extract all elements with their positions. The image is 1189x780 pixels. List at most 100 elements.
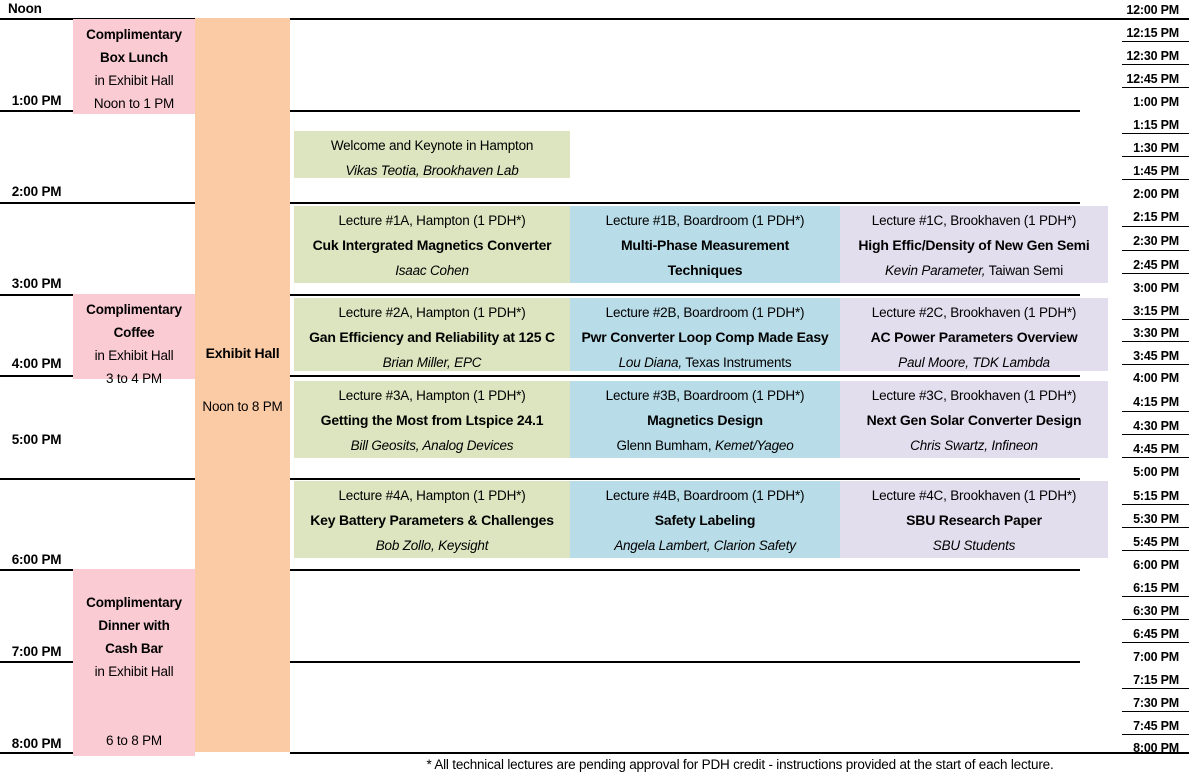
quarter-rule: [1122, 250, 1189, 251]
session-title: Next Gen Solar Converter Design: [866, 412, 1082, 428]
session-2a[interactable]: Lecture #2A, Hampton (1 PDH*) Gan Effici…: [294, 298, 570, 371]
session-3b[interactable]: Lecture #3B, Boardroom (1 PDH*) Magnetic…: [570, 381, 840, 458]
session-title: SBU Research Paper: [906, 512, 1042, 528]
food-block-coffee: Complimentary Coffee in Exhibit Hall 3 t…: [73, 294, 195, 386]
footer-rule: [290, 752, 1189, 754]
right-time-530pm: 5:30 PM: [1133, 512, 1179, 526]
right-time-215pm: 2:15 PM: [1133, 210, 1179, 224]
left-time-7pm: 7:00 PM: [11, 644, 62, 659]
quarter-rule: [1122, 133, 1189, 134]
session-speaker: Isaac Cohen: [395, 263, 469, 278]
right-time-745pm: 7:45 PM: [1133, 719, 1179, 733]
right-time-800pm: 8:00 PM: [1133, 741, 1179, 755]
session-speaker: Angela Lambert, Clarion Safety: [614, 538, 796, 553]
left-time-6pm: 6:00 PM: [11, 552, 62, 567]
hour-rule-left: [0, 202, 195, 204]
right-time-645pm: 6:45 PM: [1133, 627, 1179, 641]
quarter-rule: [1122, 619, 1189, 620]
hour-rule-main: [290, 478, 1080, 480]
session-room: Lecture #1C, Brookhaven (1 PDH*): [871, 213, 1077, 228]
right-time-600pm: 6:00 PM: [1133, 558, 1179, 572]
session-speaker-name: Glenn Bumham,: [616, 438, 715, 453]
session-title: Pwr Converter Loop Comp Made Easy: [581, 329, 829, 345]
session-speaker-affiliation: Kemet/Yageo: [714, 438, 794, 453]
session-4a[interactable]: Lecture #4A, Hampton (1 PDH*) Key Batter…: [294, 481, 570, 558]
food-line-2: Dinner with: [98, 618, 170, 633]
session-room: Lecture #1A, Hampton (1 PDH*): [338, 213, 526, 228]
session-title: Gan Efficiency and Reliability at 125 C: [309, 329, 555, 345]
food-line-3: Cash Bar: [105, 641, 163, 656]
session-title: Magnetics Design: [647, 412, 763, 428]
right-time-545pm: 5:45 PM: [1133, 535, 1179, 549]
session-2c[interactable]: Lecture #2C, Brookhaven (1 PDH*) AC Powe…: [840, 298, 1108, 371]
food-line-3: in Exhibit Hall: [94, 73, 174, 88]
exhibit-hall-block: Exhibit Hall Noon to 8 PM: [195, 18, 290, 752]
right-time-615pm: 6:15 PM: [1133, 581, 1179, 595]
session-speaker: Vikas Teotia, Brookhaven Lab: [345, 163, 519, 178]
food-line-1: Complimentary: [86, 595, 182, 610]
right-time-500pm: 5:00 PM: [1133, 465, 1179, 479]
right-time-430pm: 4:30 PM: [1133, 419, 1179, 433]
hour-rule-main: [290, 569, 1080, 571]
quarter-rule: [1122, 41, 1189, 42]
left-time-5pm: 5:00 PM: [11, 432, 62, 447]
session-room: Lecture #3A, Hampton (1 PDH*): [338, 388, 526, 403]
session-3a[interactable]: Lecture #3A, Hampton (1 PDH*) Getting th…: [294, 381, 570, 458]
session-room: Lecture #2C, Brookhaven (1 PDH*): [871, 305, 1077, 320]
session-1b[interactable]: Lecture #1B, Boardroom (1 PDH*) Multi-Ph…: [570, 206, 840, 283]
hour-rule-main: [290, 110, 1080, 112]
session-1a[interactable]: Lecture #1A, Hampton (1 PDH*) Cuk Interg…: [294, 206, 570, 283]
food-line-1: Complimentary: [86, 27, 182, 42]
right-time-315pm: 3:15 PM: [1133, 304, 1179, 318]
right-time-1200pm: 12:00 PM: [1126, 3, 1179, 17]
hour-rule-main: [290, 661, 1080, 663]
session-speaker: Paul Moore, TDK Lambda: [898, 355, 1050, 370]
session-room: Lecture #3C, Brookhaven (1 PDH*): [871, 388, 1077, 403]
quarter-rule: [1122, 504, 1189, 505]
session-speaker-affiliation: Texas Instruments: [681, 355, 792, 370]
footnote: * All technical lectures are pending app…: [426, 757, 1054, 772]
left-time-4pm: 4:00 PM: [11, 356, 62, 371]
quarter-rule: [1122, 64, 1189, 65]
quarter-rule: [1122, 87, 1189, 88]
session-speaker-name: Lou Diana,: [618, 355, 683, 370]
session-title-line2: Techniques: [667, 262, 743, 278]
session-title: Multi-Phase Measurement: [620, 237, 790, 253]
session-title: AC Power Parameters Overview: [870, 329, 1078, 345]
session-room: Lecture #4B, Boardroom (1 PDH*): [605, 488, 805, 503]
right-time-345pm: 3:45 PM: [1133, 349, 1179, 363]
food-block-box-lunch: Complimentary Box Lunch in Exhibit Hall …: [73, 19, 195, 114]
right-time-715pm: 7:15 PM: [1133, 673, 1179, 687]
left-time-2pm: 2:00 PM: [11, 184, 62, 199]
hour-rule-main: [290, 375, 1080, 377]
session-speaker-name: Kevin Parameter,: [885, 263, 986, 278]
session-speaker: Glenn Bumham, Kemet/Yageo: [570, 433, 840, 458]
noon-label: Noon: [8, 1, 42, 16]
session-4b[interactable]: Lecture #4B, Boardroom (1 PDH*) Safety L…: [570, 481, 840, 558]
right-time-130pm: 1:30 PM: [1133, 141, 1179, 155]
session-speaker: Chris Swartz, Infineon: [910, 438, 1038, 453]
session-room: Lecture #4A, Hampton (1 PDH*): [338, 488, 526, 503]
session-speaker: Lou Diana, Texas Instruments: [570, 350, 840, 375]
session-title: High Effic/Density of New Gen Semi: [858, 237, 1090, 253]
quarter-rule: [1122, 527, 1189, 528]
food-line-1: Complimentary: [86, 302, 182, 317]
session-3c[interactable]: Lecture #3C, Brookhaven (1 PDH*) Next Ge…: [840, 381, 1108, 458]
quarter-rule: [1122, 642, 1189, 643]
right-time-515pm: 5:15 PM: [1133, 489, 1179, 503]
session-1c[interactable]: Lecture #1C, Brookhaven (1 PDH*) High Ef…: [840, 206, 1108, 283]
right-time-100pm: 1:00 PM: [1133, 95, 1179, 109]
session-2b[interactable]: Lecture #2B, Boardroom (1 PDH*) Pwr Conv…: [570, 298, 840, 371]
session-4c[interactable]: Lecture #4C, Brookhaven (1 PDH*) SBU Res…: [840, 481, 1108, 558]
session-title: Getting the Most from Ltspice 24.1: [320, 412, 544, 428]
right-time-column: 12:00 PM 12:15 PM 12:30 PM 12:45 PM 1:00…: [1080, 0, 1189, 755]
food-line-5: [73, 683, 195, 706]
right-time-700pm: 7:00 PM: [1133, 650, 1179, 664]
right-time-1230pm: 12:30 PM: [1126, 49, 1179, 63]
food-line-2: Box Lunch: [100, 50, 168, 65]
quarter-rule: [1122, 179, 1189, 180]
food-line-3: in Exhibit Hall: [94, 348, 174, 363]
session-keynote[interactable]: Welcome and Keynote in Hampton Vikas Teo…: [294, 131, 570, 178]
right-time-400pm: 4:00 PM: [1133, 371, 1179, 385]
